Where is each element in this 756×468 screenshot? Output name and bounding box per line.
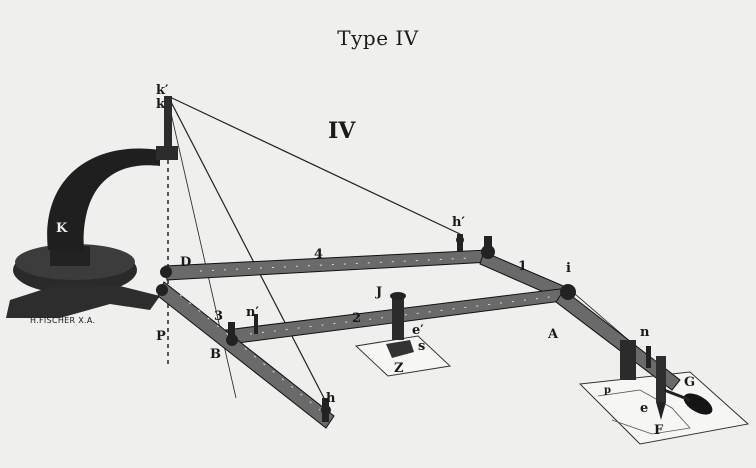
post-B <box>228 322 235 336</box>
bar-3 <box>157 281 335 429</box>
label-p: p <box>604 385 611 396</box>
tracer-handle-G <box>683 393 713 415</box>
label-i: i <box>566 261 571 276</box>
traced-outline <box>597 389 691 435</box>
post-n-prime <box>254 314 258 334</box>
suspension-pole <box>164 96 172 152</box>
post-h-prime <box>457 234 463 252</box>
joint-A <box>560 284 576 300</box>
label-Z: Z <box>394 361 404 376</box>
tracer-point <box>656 402 666 420</box>
center-tracer-base <box>386 340 414 358</box>
label-P: P <box>156 329 166 344</box>
label-A: A <box>548 327 559 342</box>
page-title: Type IV <box>337 26 419 50</box>
label-2: 2 <box>352 311 362 326</box>
label-s: s <box>418 339 426 354</box>
center-tracer-cap <box>390 292 406 300</box>
bar-4 <box>164 249 491 281</box>
label-1: 1 <box>518 259 528 274</box>
label-G: G <box>684 375 696 390</box>
stand-arm <box>47 148 160 252</box>
label-n: n <box>640 325 650 340</box>
stand-arm-head <box>156 146 178 160</box>
wire-k-low <box>167 99 237 399</box>
label-k: k <box>156 97 166 112</box>
stand-feet <box>6 284 160 318</box>
label-F: F <box>654 423 664 438</box>
label-B: B <box>210 347 221 362</box>
tracer-handle-shaft <box>663 388 691 402</box>
label-n-prime: n′ <box>246 305 259 320</box>
label-4: 4 <box>314 247 324 262</box>
joint-B <box>226 334 238 346</box>
label-3: 3 <box>214 309 224 324</box>
tracer-F <box>656 356 666 402</box>
label-D: D <box>180 255 192 270</box>
wire-k-h <box>169 99 327 403</box>
center-tracer-J <box>392 296 404 340</box>
figure-numeral: IV <box>328 118 356 144</box>
post-n <box>646 346 651 368</box>
tracer-clamp <box>620 340 636 380</box>
label-K: K <box>56 221 68 236</box>
post-h <box>322 398 329 422</box>
label-e: e <box>640 401 649 416</box>
label-h-prime: h′ <box>452 215 465 230</box>
label-J: J <box>376 285 383 300</box>
joint-P <box>156 284 168 296</box>
joint-D <box>160 266 172 278</box>
post-top-right <box>484 236 492 252</box>
label-e-prime: e′ <box>412 323 424 338</box>
label-k-prime: k′ <box>156 83 169 98</box>
label-h: h <box>326 391 336 406</box>
wire-k-h-prime <box>171 97 461 235</box>
maker-mark: H.FISCHER X.A. <box>30 316 96 325</box>
